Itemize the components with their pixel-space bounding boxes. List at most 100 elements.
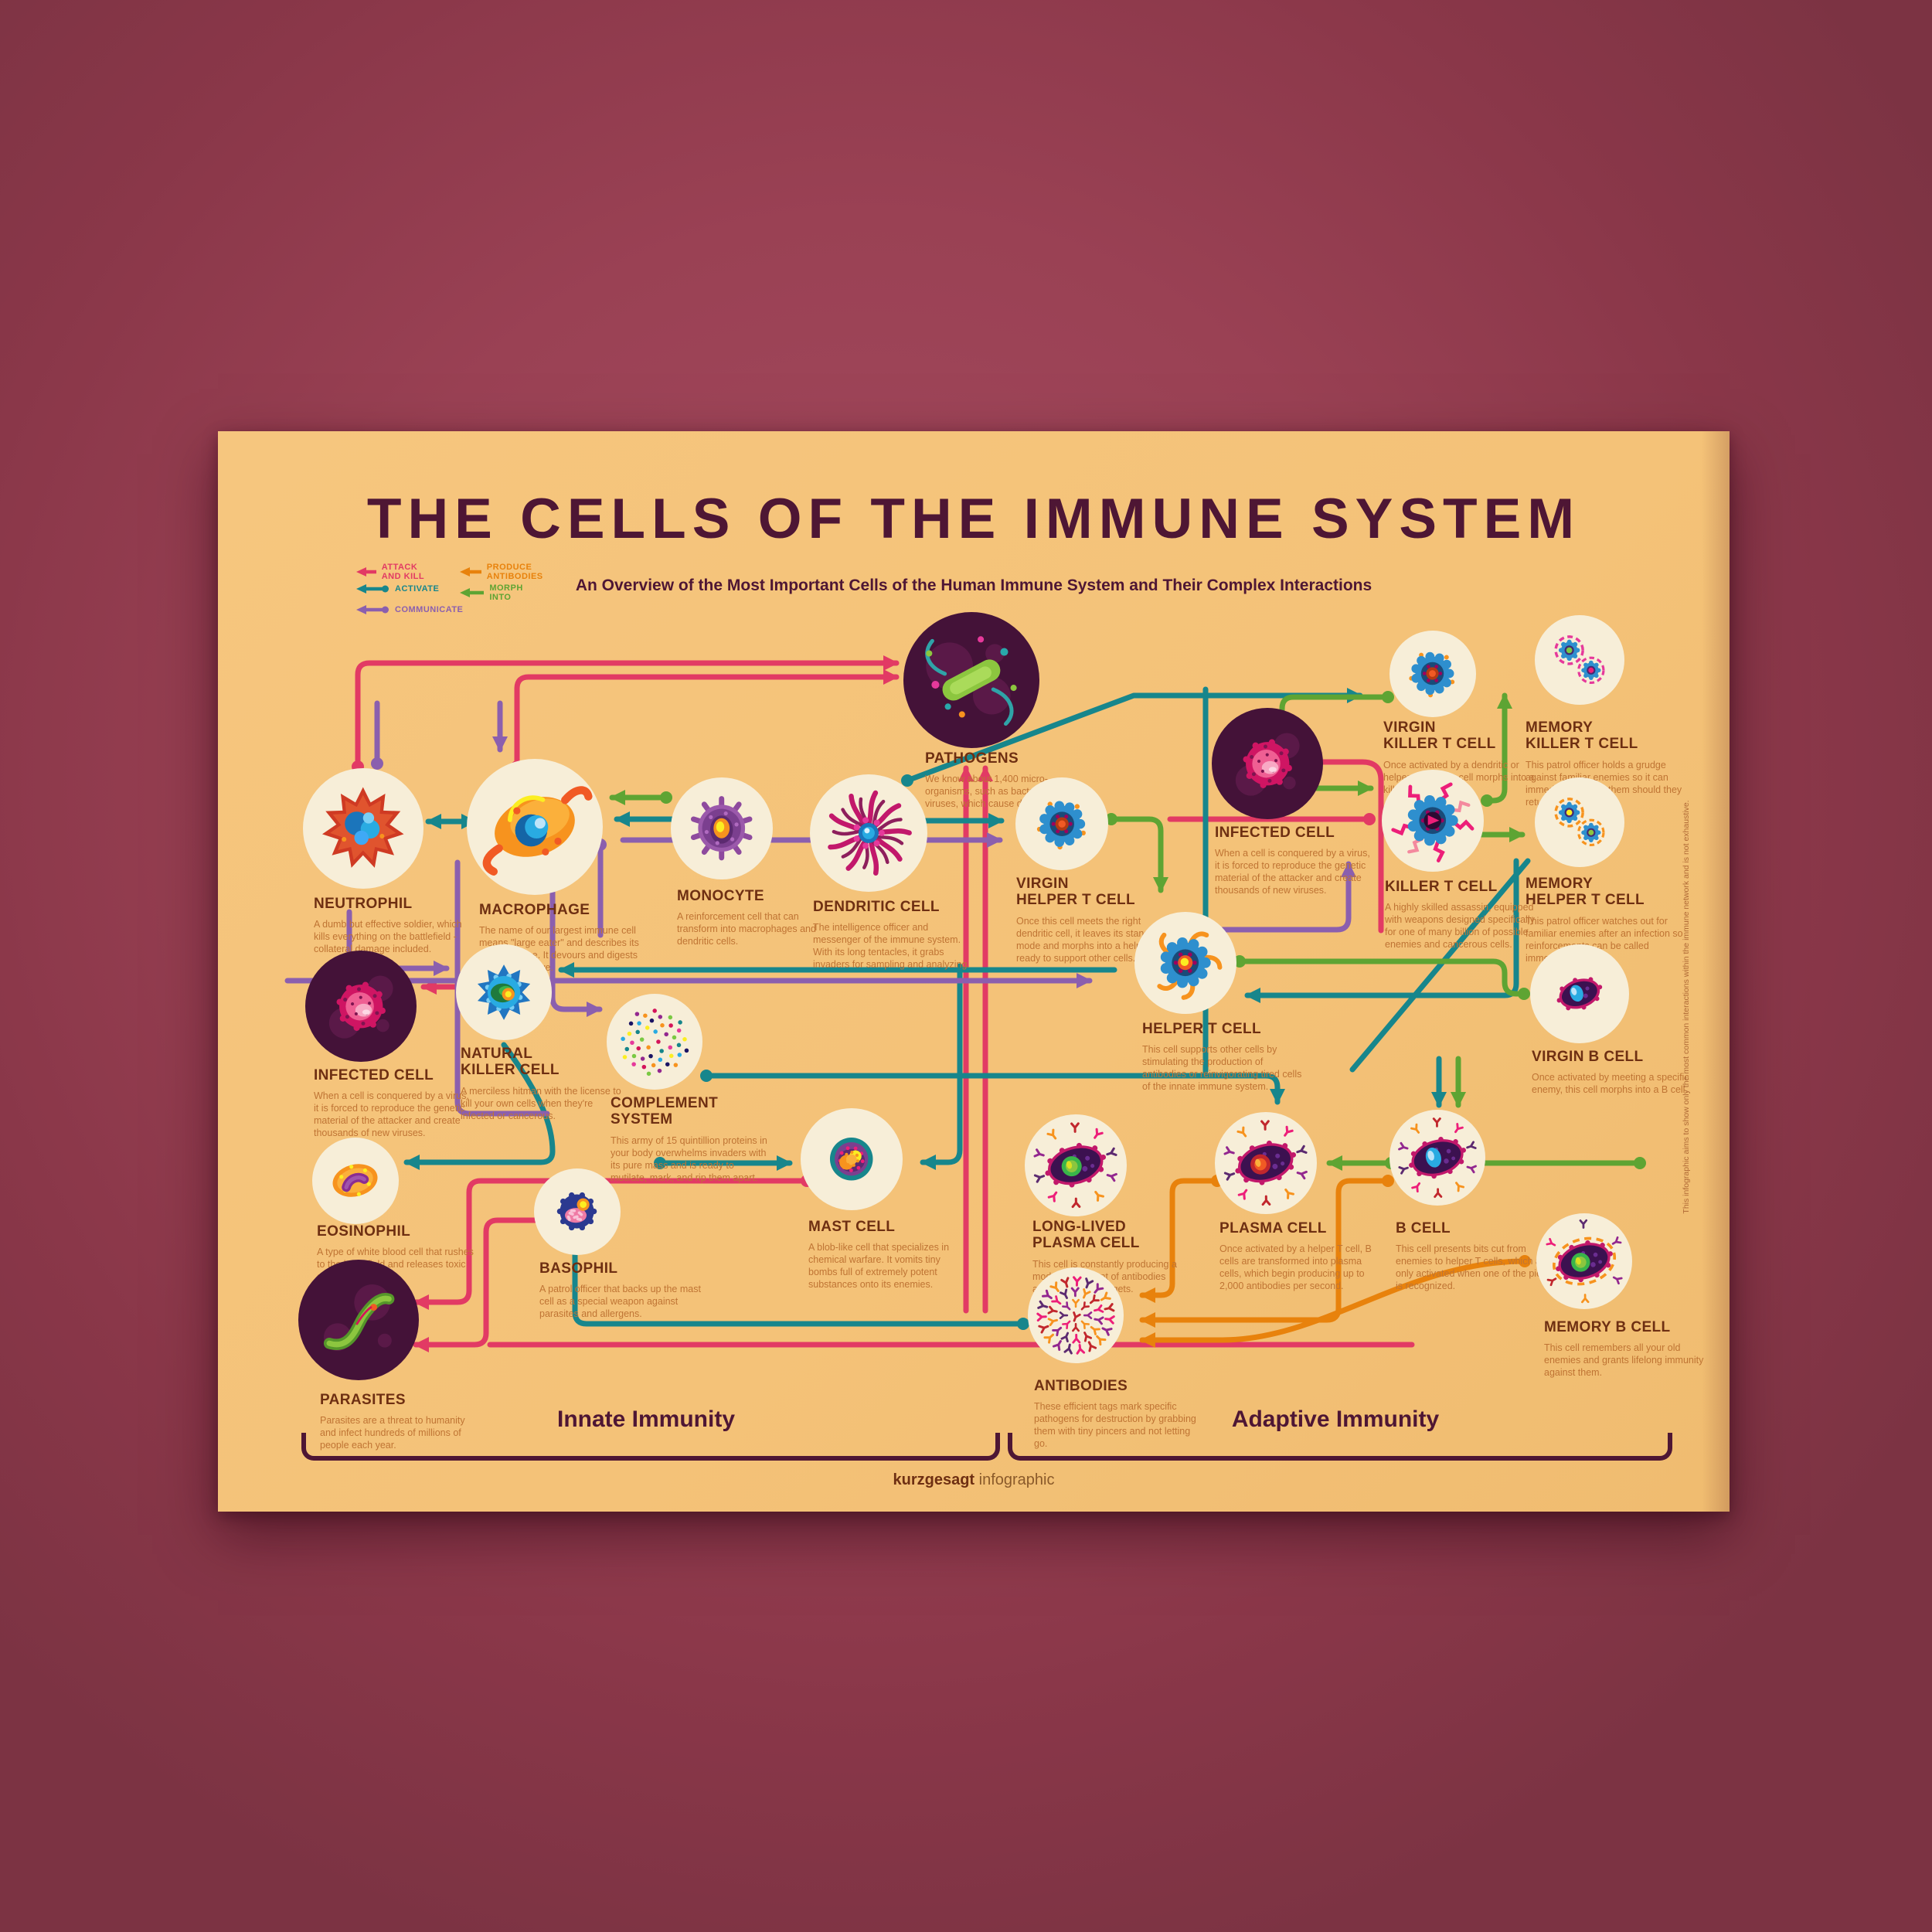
cell-name-infected-cell-top: INFECTED CELL <box>1215 825 1335 841</box>
connection-line-green <box>1236 958 1527 997</box>
cell-name-b-cell: B CELL <box>1396 1220 1451 1236</box>
cell-name-memory-b-cell: MEMORY B CELL <box>1544 1319 1671 1335</box>
cell-desc-memory-b-cell: This cell remembers all your old enemies… <box>1544 1342 1704 1378</box>
cell-desc-dendritic-cell: The intelligence officer and messenger o… <box>813 922 970 970</box>
macrophage-icon <box>482 786 593 876</box>
connection-dot-orange <box>1382 1175 1394 1187</box>
cell-name-pathogens: PATHOGENS <box>925 750 1019 767</box>
brand-name: kurzgesagt <box>893 1471 975 1488</box>
cell-desc-antibodies: These efficient tags mark specific patho… <box>1034 1401 1196 1449</box>
cell-illustration-antibodies <box>1028 1267 1124 1363</box>
cell-name-natural-killer-cell: NATURAL KILLER CELL <box>461 1046 560 1078</box>
plasma-cell-icon <box>1223 1120 1308 1206</box>
cell-name-complement-system: COMPLEMENT SYSTEM <box>611 1095 719 1128</box>
long-lived-plasma-cell-icon <box>1033 1122 1118 1209</box>
poster-title: THE CELLS OF THE IMMUNE SYSTEM <box>366 488 1581 550</box>
legend-item-attack: ATTACK AND KILL <box>355 563 431 581</box>
memory-helper-t-cell-icon <box>1554 797 1605 846</box>
neutrophil-icon <box>322 787 404 869</box>
legend-arrow-communicate-icon <box>356 605 389 614</box>
cell-desc-helper-t-cell: This cell supports other cells by stimul… <box>1142 1044 1302 1092</box>
cell-name-dendritic-cell: DENDRITIC CELL <box>813 899 940 915</box>
cell-illustration-b-cell <box>1389 1110 1485 1206</box>
connection-line-teal <box>572 1252 1026 1327</box>
legend-label: ATTACK AND KILL <box>381 563 425 581</box>
cell-illustration-memory-helper-t-cell <box>1535 777 1624 867</box>
connection-line-orange <box>1139 1258 1528 1348</box>
connection-line-purple <box>454 859 550 1117</box>
cell-name-basophil: BASOPHIL <box>539 1260 618 1277</box>
cell-name-long-lived-plasma-cell: LONG-LIVED PLASMA CELL <box>1032 1219 1140 1251</box>
infographic-poster: THE CELLS OF THE IMMUNE SYSTEM An Overvi… <box>218 431 1730 1512</box>
connection-line-purple <box>549 859 603 1017</box>
virgin-b-cell-icon <box>1556 977 1603 1011</box>
memory-killer-t-cell-icon <box>1554 634 1605 684</box>
cell-illustration-monocyte <box>671 777 773 879</box>
cell-illustration-dendritic-cell <box>810 774 927 892</box>
cell-name-memory-killer-t-cell: MEMORY KILLER T CELL <box>1526 719 1638 752</box>
legend-arrow-activate-icon <box>356 584 389 594</box>
connection-line-teal <box>904 688 1363 784</box>
connection-dot-pink <box>1363 813 1376 825</box>
eosinophil-icon <box>332 1164 378 1198</box>
cell-name-helper-t-cell: HELPER T CELL <box>1142 1021 1262 1037</box>
cell-illustration-macrophage <box>467 759 603 895</box>
mast-cell-icon <box>830 1138 873 1181</box>
cell-name-virgin-helper-t-cell: VIRGIN HELPER T CELL <box>1016 876 1136 908</box>
poster-footer: kurzgesagt infographic <box>218 1471 1730 1489</box>
cell-illustration-memory-killer-t-cell <box>1535 615 1624 705</box>
connection-dot-teal <box>654 1157 666 1169</box>
parasites-icon <box>324 1284 395 1352</box>
cell-name-mast-cell: MAST CELL <box>808 1219 896 1235</box>
connection-dot-teal <box>700 1070 713 1082</box>
cell-illustration-complement-system <box>607 994 702 1090</box>
connection-dot-green <box>1105 813 1117 825</box>
cell-name-monocyte: MONOCYTE <box>677 888 764 904</box>
natural-killer-cell-icon <box>477 964 531 1020</box>
connection-dot-green <box>1518 988 1530 1000</box>
infected-cell-left-icon <box>328 975 393 1039</box>
legend-item-produce: PRODUCE ANTIBODIES <box>459 563 555 581</box>
cell-illustration-natural-killer-cell <box>456 944 552 1040</box>
cell-name-killer-t-cell: KILLER T CELL <box>1385 879 1498 895</box>
legend-label: COMMUNICATE <box>395 605 464 614</box>
complement-system-icon <box>621 1009 689 1077</box>
legend-arrow-morph-icon <box>460 588 485 597</box>
connection-dot-teal <box>901 774 913 787</box>
side-note: This infographic aims to show only the m… <box>1682 800 1691 1214</box>
cell-desc-b-cell: This cell presents bits cut from enemies… <box>1396 1243 1557 1291</box>
cell-illustration-long-lived-plasma-cell <box>1025 1114 1127 1216</box>
cell-illustration-parasites <box>298 1260 419 1380</box>
connection-lines <box>284 655 1646 1352</box>
legend-arrow-produce-icon <box>460 567 481 577</box>
connection-line-pink <box>514 669 900 770</box>
section-label-innate: Innate Immunity <box>556 1406 736 1432</box>
cell-desc-plasma-cell: Once activated by a helper T cell, B cel… <box>1219 1243 1372 1291</box>
connection-dot-green <box>1233 955 1246 968</box>
cell-illustration-memory-b-cell <box>1536 1213 1632 1309</box>
helper-t-cell-icon <box>1157 931 1223 1001</box>
cell-desc-infected-cell-left: When a cell is conquered by a virus, it … <box>314 1090 469 1138</box>
connection-line-green <box>1108 816 1168 893</box>
cell-desc-memory-helper-t-cell: This patrol officer watches out for fami… <box>1526 916 1683 964</box>
connection-line-pink <box>413 1178 810 1310</box>
cell-illustration-virgin-killer-t-cell <box>1389 631 1476 717</box>
cell-illustration-killer-t-cell <box>1382 770 1484 872</box>
cell-name-antibodies: ANTIBODIES <box>1034 1378 1128 1394</box>
connection-line-teal <box>1349 858 1531 1073</box>
cell-name-eosinophil: EOSINOPHIL <box>317 1223 411 1240</box>
cell-name-parasites: PARASITES <box>320 1392 406 1408</box>
connection-line-orange <box>1139 1178 1391 1328</box>
legend-label: PRODUCE ANTIBODIES <box>486 563 543 581</box>
cell-desc-complement-system: This army of 15 quintillion proteins in … <box>611 1135 767 1183</box>
antibodies-icon <box>1036 1276 1115 1355</box>
legend-item-morph: MORPH INTO <box>459 583 532 602</box>
connection-line-teal <box>703 1073 1285 1105</box>
cell-name-infected-cell-left: INFECTED CELL <box>314 1067 434 1083</box>
connection-dot-orange <box>1519 1255 1531 1267</box>
adaptive-immunity-bracket <box>1008 1433 1672 1461</box>
cell-illustration-eosinophil <box>312 1138 399 1224</box>
cell-illustration-virgin-helper-t-cell <box>1015 777 1108 870</box>
legend-arrow-attack-icon <box>356 567 376 577</box>
section-label-adaptive: Adaptive Immunity <box>1231 1406 1440 1432</box>
